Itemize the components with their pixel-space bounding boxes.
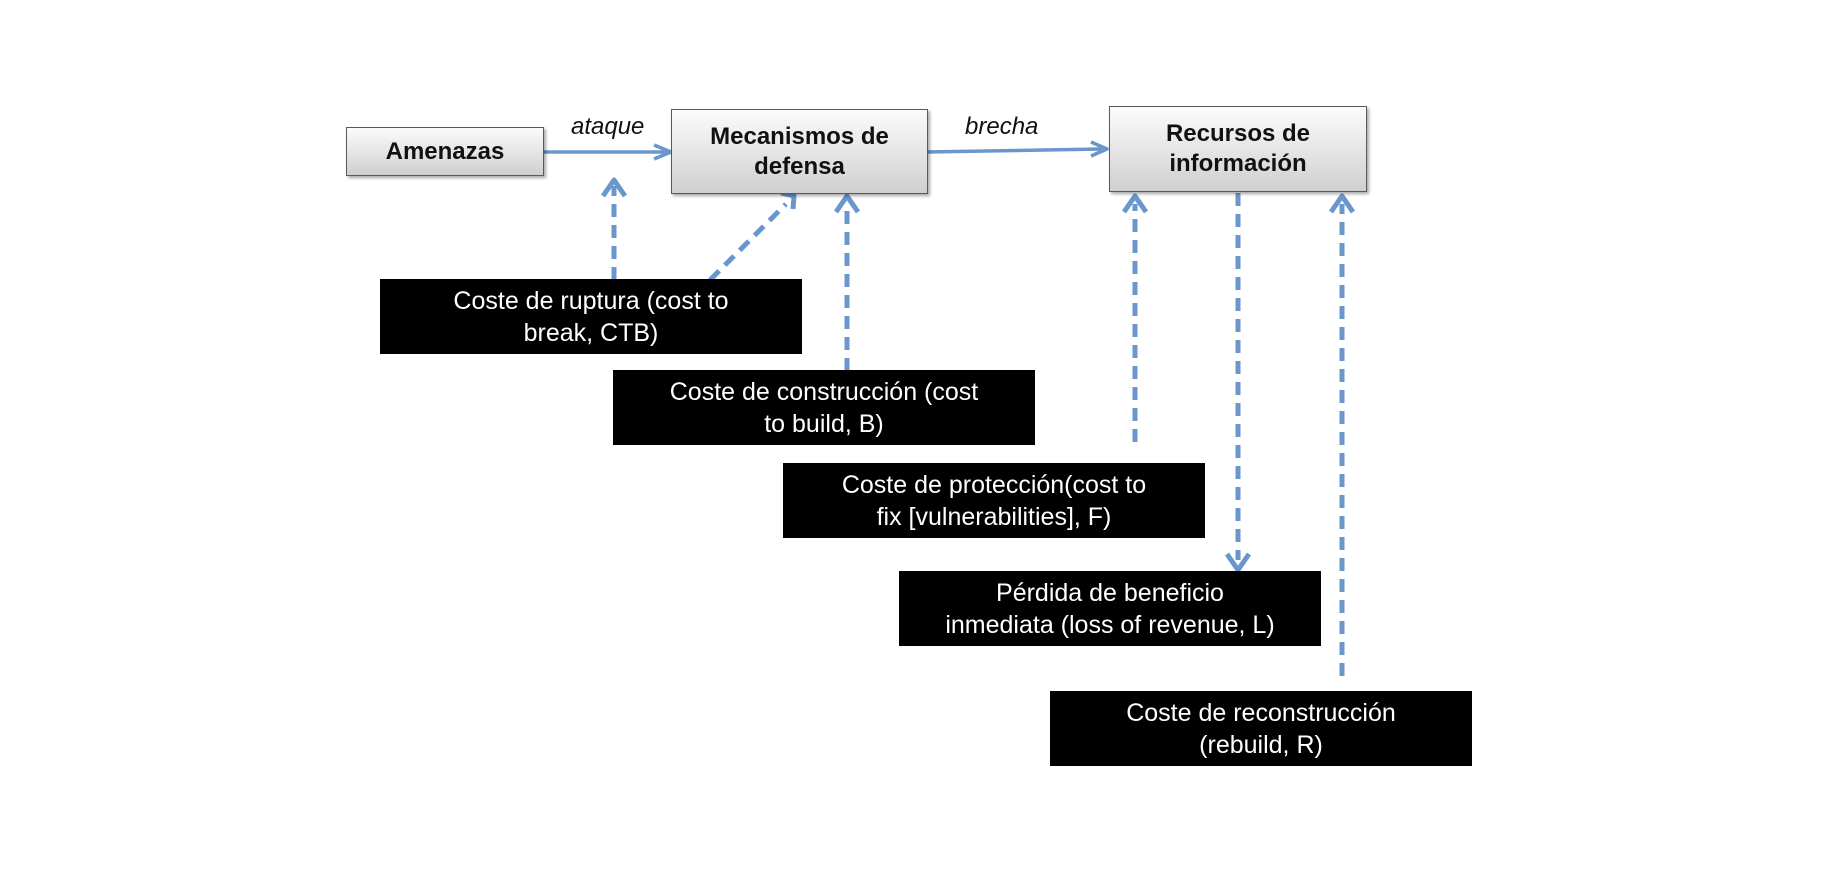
- cost-reconstruccion-box: Coste de reconstrucción (rebuild, R): [1050, 691, 1472, 766]
- cost-construccion-line2: to build, B): [764, 409, 884, 438]
- cost-perdida-line2: inmediata (loss of revenue, L): [945, 610, 1275, 639]
- cost-reconstruccion-line2: (rebuild, R): [1199, 730, 1323, 759]
- cost-proteccion-line1: Coste de protección(cost to: [841, 470, 1147, 499]
- cost-ruptura-line1: Coste de ruptura (cost to: [453, 286, 729, 315]
- edge-label-brecha: brecha: [965, 113, 1039, 140]
- ctb-to-defense-arrowhead: [780, 190, 797, 210]
- cost-reconstruccion-line1: Coste de reconstrucción: [1126, 698, 1396, 727]
- ctb-to-attack-arrowhead: [600, 177, 628, 198]
- dashed-arrows: [600, 177, 1356, 676]
- node-mecanismos-line2: defensa: [754, 152, 845, 180]
- node-recursos-de-informacion: Recursos de información: [1109, 106, 1367, 192]
- cost-perdida-box: Pérdida de beneficio inmediata (loss of …: [899, 571, 1321, 646]
- edge-label-ataque: ataque: [571, 113, 645, 140]
- node-amenazas: Amenazas: [346, 127, 544, 176]
- cost-construccion-line1: Coste de construcción (cost: [669, 377, 979, 406]
- node-mecanismos-de-defensa: Mecanismos de defensa: [671, 109, 928, 194]
- rebuild-to-resources-arrowhead: [1328, 193, 1356, 214]
- build-to-defense-arrowhead: [833, 193, 861, 214]
- cost-construccion-box: Coste de construcción (cost to build, B): [613, 370, 1035, 445]
- node-amenazas-label: Amenazas: [385, 137, 505, 165]
- ctb-to-defense-arrow: [708, 202, 788, 282]
- fix-to-resources-arrowhead: [1121, 193, 1149, 214]
- solid-arrows: [542, 140, 1109, 161]
- node-recursos-line2: información: [1169, 150, 1307, 177]
- cost-proteccion-box: Coste de protección(cost to fix [vulnera…: [783, 463, 1205, 538]
- node-recursos-line1: Recursos de: [1165, 120, 1311, 147]
- cost-perdida-line1: Pérdida de beneficio: [996, 578, 1224, 607]
- cost-proteccion-line2: fix [vulnerabilities], F): [876, 502, 1112, 531]
- brecha-arrowhead: [1090, 140, 1109, 158]
- brecha-arrow: [925, 147, 1103, 154]
- cost-ruptura-line2: break, CTB): [523, 318, 659, 347]
- cost-ruptura-box: Coste de ruptura (cost to break, CTB): [380, 279, 802, 354]
- node-mecanismos-line1: Mecanismos de: [710, 122, 889, 150]
- resources-to-loss-arrowhead: [1224, 552, 1252, 573]
